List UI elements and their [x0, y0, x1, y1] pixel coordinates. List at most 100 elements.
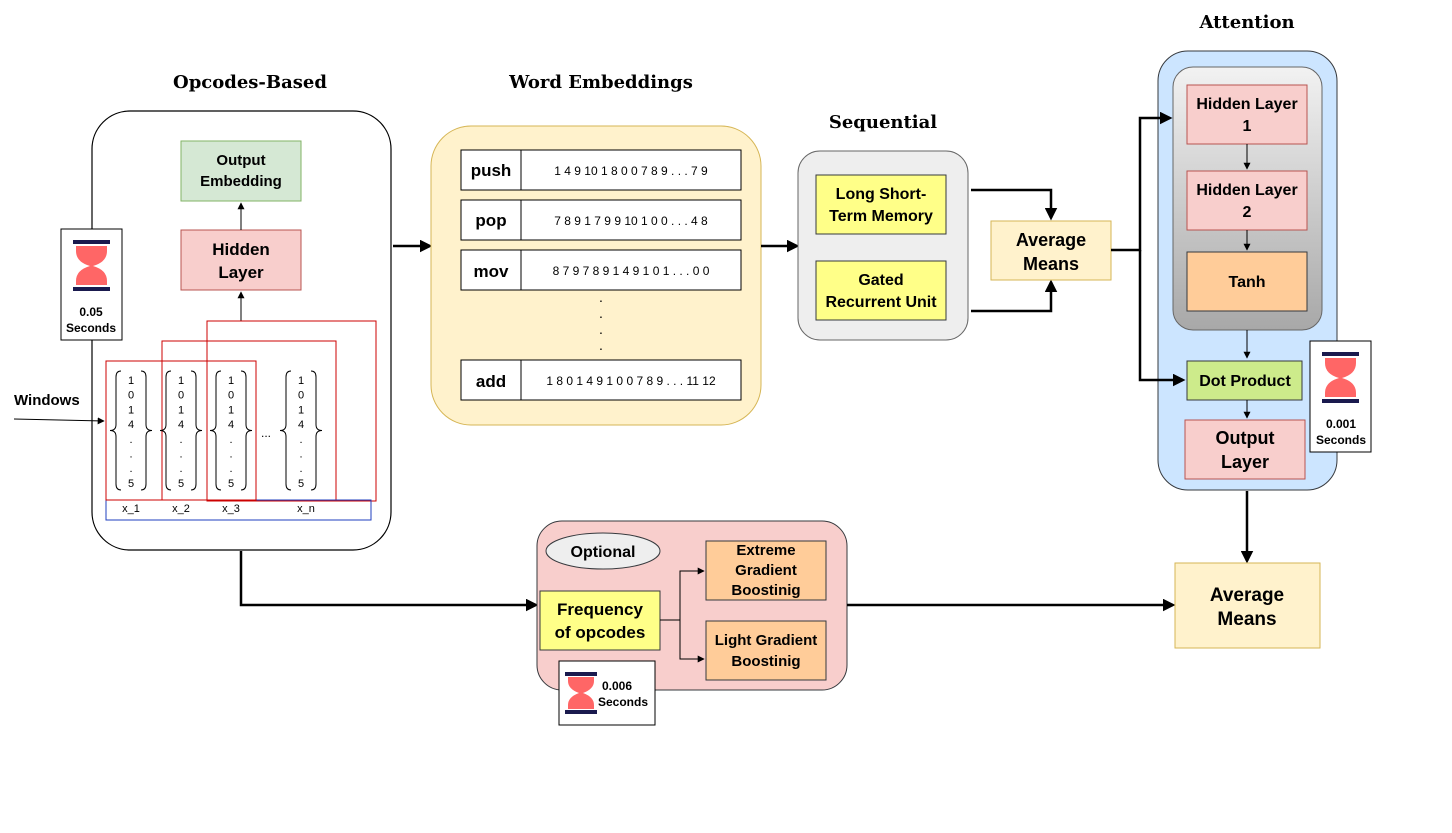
- hourglass-icon: [565, 672, 597, 714]
- arrow-windows-input: [13, 417, 105, 425]
- svg-text:7 8 9 1 7 9 9 10 1 0 0 . . . 4: 7 8 9 1 7 9 9 10 1 0 0 . . . 4 8: [554, 214, 708, 228]
- vector-digit: .: [229, 434, 232, 446]
- svg-text:pop: pop: [475, 211, 506, 230]
- window-frame-3: [206, 320, 377, 502]
- vector-digit: .: [179, 449, 182, 461]
- optional-badge: Optional: [545, 532, 661, 570]
- lstm-box: Long Short- Term Memory: [815, 174, 947, 235]
- svg-text:Output: Output: [1216, 428, 1275, 448]
- left-brace: [279, 370, 292, 491]
- svg-text:1: 1: [1243, 118, 1252, 135]
- tanh-box: Tanh: [1186, 251, 1308, 312]
- svg-text:Hidden Layer: Hidden Layer: [1196, 96, 1297, 113]
- svg-text:Dot Product: Dot Product: [1199, 373, 1291, 390]
- svg-text:1 8 0 1 4 9 1 0 0 7 8 9 . . .: 1 8 0 1 4 9 1 0 0 7 8 9 . . . 11 12: [546, 374, 716, 388]
- vector-digit: 4: [128, 419, 134, 431]
- output-layer-box: Output Layer: [1184, 419, 1306, 480]
- attention-panel: Hidden Layer 1 Hidden Layer 2 Tanh Dot P…: [1157, 50, 1338, 491]
- vector-digit: 4: [228, 419, 234, 431]
- svg-text:0.05: 0.05: [79, 305, 103, 319]
- svg-text:Optional: Optional: [571, 544, 636, 561]
- vector-digit: 5: [178, 478, 184, 490]
- average-means-box-2: Average Means: [1174, 562, 1321, 649]
- svg-text:Seconds: Seconds: [66, 321, 116, 335]
- svg-text:Means: Means: [1023, 254, 1079, 274]
- svg-text:Gradient: Gradient: [735, 562, 797, 579]
- hidden-layer-1-box: Hidden Layer 1: [1186, 84, 1308, 145]
- embedding-row-mov: mov 8 7 9 7 8 9 1 4 9 1 0 1 . . . 0 0: [460, 249, 742, 291]
- left-brace: [159, 370, 172, 491]
- svg-text:push: push: [471, 161, 512, 180]
- svg-text:Term Memory: Term Memory: [829, 208, 933, 225]
- svg-text:Hidden: Hidden: [212, 240, 270, 259]
- svg-text:Means: Means: [1217, 609, 1276, 630]
- vector-digit: .: [299, 449, 302, 461]
- right-brace: [240, 370, 253, 491]
- hourglass-icon: [73, 240, 110, 291]
- vector-digit: 5: [298, 478, 304, 490]
- svg-text:Frequency: Frequency: [557, 600, 644, 619]
- right-brace: [140, 370, 153, 491]
- svg-text:0.001: 0.001: [1326, 417, 1356, 431]
- vector-digit: 0: [128, 390, 134, 402]
- svg-text:Layer: Layer: [1221, 452, 1269, 472]
- svg-text:Light Gradient: Light Gradient: [715, 632, 818, 649]
- svg-text:Embedding: Embedding: [200, 173, 282, 190]
- vector-digit: 1: [228, 404, 234, 416]
- svg-text:Hidden Layer: Hidden Layer: [1196, 182, 1297, 199]
- hidden-layer-2-box: Hidden Layer 2: [1186, 170, 1308, 231]
- output-embedding-box: Output Embedding: [180, 140, 302, 202]
- svg-text:1 4 9 10 1 8 0 0 7 8 9 . . . 7: 1 4 9 10 1 8 0 0 7 8 9 . . . 7 9: [554, 164, 708, 178]
- svg-text:Extreme: Extreme: [736, 542, 795, 559]
- vector-label-x1: x_1: [122, 503, 140, 515]
- embeddings-panel: push 1 4 9 10 1 8 0 0 7 8 9 . . . 7 9 po…: [430, 125, 762, 426]
- vertical-dot-4: .: [599, 337, 603, 353]
- vector-label-x3: x_3: [222, 503, 240, 515]
- title-embeddings: Word Embeddings: [508, 72, 693, 93]
- vector-digit: .: [129, 434, 132, 446]
- vector-digit: 4: [178, 419, 184, 431]
- embedding-row-add: add 1 8 0 1 4 9 1 0 0 7 8 9 . . . 11 12: [460, 359, 742, 401]
- xgb-box: Extreme Gradient Boostinig: [705, 540, 827, 601]
- svg-text:Output: Output: [216, 152, 265, 169]
- vector-digit: 1: [128, 375, 134, 387]
- frequency-box: Frequency of opcodes: [539, 590, 661, 651]
- svg-text:mov: mov: [474, 262, 510, 281]
- gru-box: Gated Recurrent Unit: [815, 260, 947, 321]
- svg-text:Gated: Gated: [858, 272, 903, 289]
- vector-digit: 4: [298, 419, 304, 431]
- arrow-frequency-to-lgb: [660, 619, 705, 663]
- vector-label-xn: x_n: [297, 503, 315, 515]
- svg-text:add: add: [476, 372, 506, 391]
- vector-digit: .: [129, 449, 132, 461]
- vector-digit: .: [129, 463, 132, 475]
- left-brace: [209, 370, 222, 491]
- svg-text:Seconds: Seconds: [1316, 433, 1366, 447]
- svg-text:Average: Average: [1210, 585, 1284, 606]
- sequential-panel: Long Short- Term Memory Gated Recurrent …: [797, 150, 969, 341]
- vector-digit: 1: [128, 404, 134, 416]
- vector-digit: 1: [298, 404, 304, 416]
- dot-product-box: Dot Product: [1186, 360, 1303, 401]
- vector-digit: .: [179, 463, 182, 475]
- arrow-opcodes-to-optional: [239, 551, 539, 612]
- left-brace: [109, 370, 122, 491]
- vertical-dot-1: .: [599, 289, 603, 305]
- vector-digit: .: [299, 434, 302, 446]
- vector-label-x2: x_2: [172, 503, 190, 515]
- right-brace: [190, 370, 203, 491]
- timer-attention: 0.001 Seconds: [1309, 340, 1372, 453]
- right-brace: [310, 370, 323, 491]
- svg-text:Recurrent Unit: Recurrent Unit: [825, 294, 937, 311]
- vector-digit: .: [229, 449, 232, 461]
- vector-digit: .: [229, 463, 232, 475]
- vector-digit: 1: [178, 404, 184, 416]
- vector-digit: .: [299, 463, 302, 475]
- hidden-layer-box: Hidden Layer: [180, 229, 302, 291]
- arrow-gru-to-average: [971, 279, 1058, 313]
